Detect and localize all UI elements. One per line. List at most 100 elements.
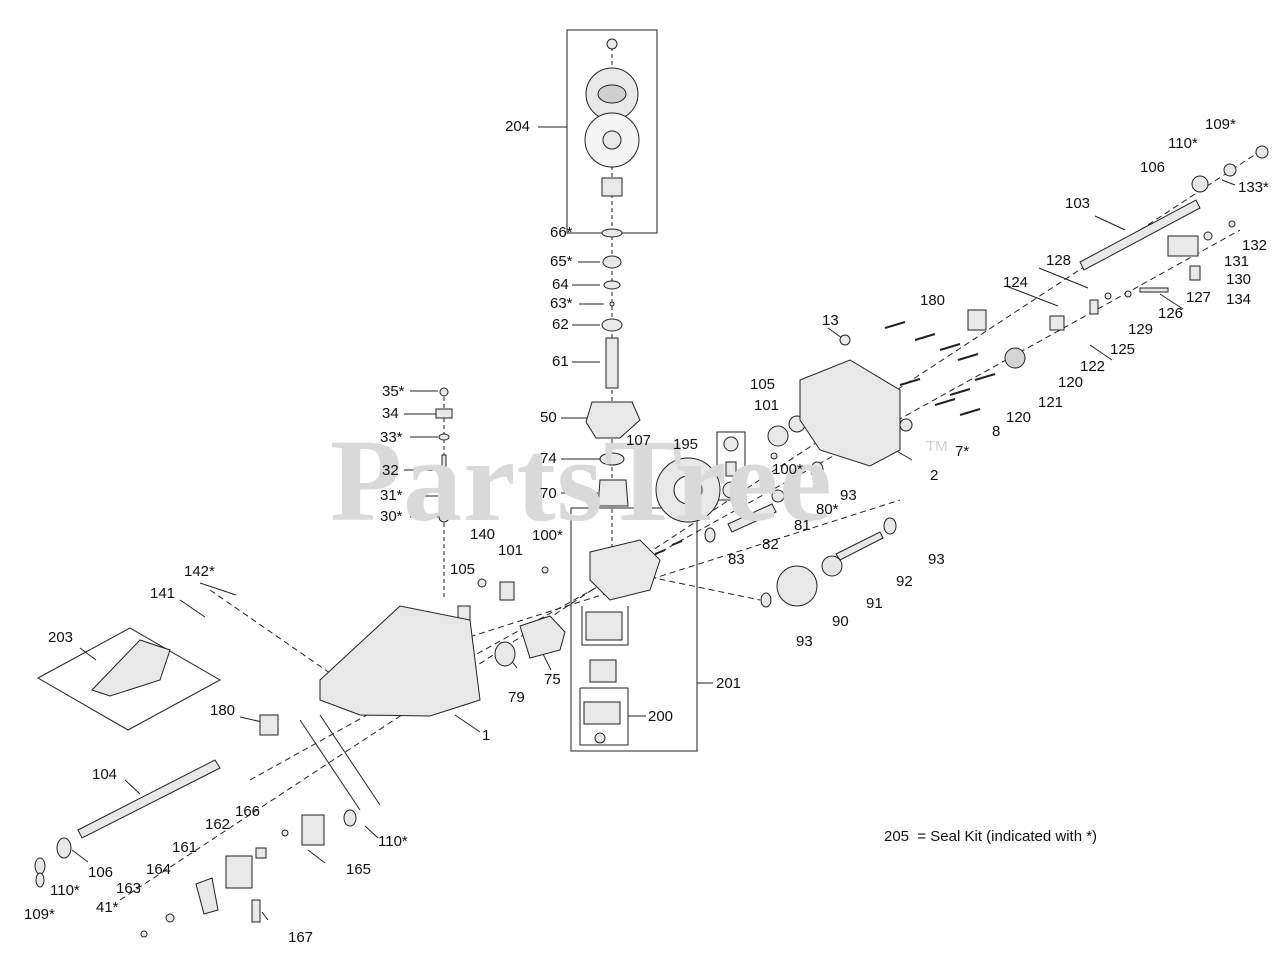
part-callout-110b: 110* bbox=[378, 833, 408, 850]
part-callout-166: 166 bbox=[235, 803, 261, 820]
part-callout-8: 8 bbox=[992, 423, 1001, 440]
part-callout-121: 121 bbox=[1038, 394, 1064, 411]
part-callout-101a: 101 bbox=[498, 542, 524, 559]
part-callout-1: 1 bbox=[482, 727, 491, 744]
part-callout-142: 142* bbox=[184, 563, 215, 580]
part-callout-109a: 109* bbox=[24, 906, 55, 923]
part-callout-180a: 180 bbox=[210, 702, 236, 719]
part-callout-134: 134 bbox=[1226, 291, 1252, 308]
part-callout-167: 167 bbox=[288, 929, 314, 946]
part-callout-126: 126 bbox=[1158, 305, 1184, 322]
part-callout-124: 124 bbox=[1003, 274, 1029, 291]
pump-block bbox=[585, 401, 641, 439]
disc-121 bbox=[1004, 347, 1026, 369]
part-callout-109b: 109* bbox=[1205, 116, 1236, 133]
part-callout-93c: 93 bbox=[796, 633, 813, 650]
part-callout-104: 104 bbox=[92, 766, 118, 783]
seal-kit-note: 205 = Seal Kit (indicated with *) bbox=[884, 828, 1097, 845]
motor-block bbox=[597, 479, 629, 507]
part-callout-65: 65* bbox=[550, 253, 573, 270]
part-callout-101b: 101 bbox=[754, 397, 780, 414]
part-callout-50: 50 bbox=[540, 409, 557, 426]
part-callout-110c: 110* bbox=[1168, 135, 1198, 152]
part-callout-100a: 100* bbox=[532, 527, 563, 544]
part-callout-92: 92 bbox=[896, 573, 913, 590]
kit-201-box bbox=[570, 507, 698, 752]
part-callout-41: 41* bbox=[96, 899, 119, 916]
part-callout-131: 131 bbox=[1224, 253, 1250, 270]
part-callout-180b: 180 bbox=[920, 292, 946, 309]
seal-kit-text: = Seal Kit (indicated with *) bbox=[917, 828, 1098, 845]
part-callout-140: 140 bbox=[470, 526, 496, 543]
retaining-nut bbox=[606, 38, 618, 50]
part-callout-79: 79 bbox=[508, 689, 525, 706]
part-callout-164: 164 bbox=[146, 861, 172, 878]
part-callout-75: 75 bbox=[544, 671, 561, 688]
bypass-rod bbox=[441, 454, 447, 488]
part-callout-107: 107 bbox=[626, 432, 652, 449]
part-callout-83: 83 bbox=[728, 551, 745, 568]
part-callout-106a: 106 bbox=[88, 864, 114, 881]
part-callout-93a: 93 bbox=[840, 487, 857, 504]
part-callout-161: 161 bbox=[172, 839, 198, 856]
part-callout-7: 7* bbox=[955, 443, 970, 460]
center-section bbox=[589, 539, 661, 601]
part-callout-103: 103 bbox=[1065, 195, 1091, 212]
part-callout-100b: 100* bbox=[772, 461, 803, 478]
part-callout-106b: 106 bbox=[1140, 159, 1166, 176]
part-callout-165: 165 bbox=[346, 861, 372, 878]
part-callout-81: 81 bbox=[794, 517, 811, 534]
part-callout-66: 66* bbox=[550, 224, 573, 241]
kit-200-box bbox=[579, 687, 629, 746]
part-callout-129: 129 bbox=[1128, 321, 1154, 338]
input-shaft bbox=[605, 337, 619, 389]
countershaft bbox=[727, 503, 777, 533]
part-callout-82: 82 bbox=[762, 536, 779, 553]
part-callout-35: 35* bbox=[382, 383, 405, 400]
part-callout-32: 32 bbox=[382, 462, 399, 479]
part-callout-127: 127 bbox=[1186, 289, 1212, 306]
part-callout-31: 31* bbox=[380, 487, 403, 504]
trademark-mark: TM bbox=[926, 438, 948, 455]
part-callout-122: 122 bbox=[1080, 358, 1106, 375]
right-axle bbox=[1079, 199, 1201, 271]
part-callout-132: 132 bbox=[1242, 237, 1268, 254]
part-callout-128: 128 bbox=[1046, 252, 1072, 269]
part-callout-141: 141 bbox=[150, 585, 176, 602]
reduction-gear bbox=[776, 565, 818, 607]
seal-kit-code: 205 bbox=[884, 828, 910, 845]
upper-housing bbox=[799, 359, 901, 467]
part-callout-110a: 110* bbox=[50, 882, 80, 899]
part-callout-62: 62 bbox=[552, 316, 569, 333]
part-callout-34: 34 bbox=[382, 405, 399, 422]
part-callout-33: 33* bbox=[380, 429, 403, 446]
part-callout-125: 125 bbox=[1110, 341, 1136, 358]
part-callout-105b: 105 bbox=[750, 376, 776, 393]
part-callout-70: 70 bbox=[540, 485, 557, 502]
part-callout-120b: 120 bbox=[1006, 409, 1032, 426]
part-callout-91: 91 bbox=[866, 595, 883, 612]
left-axle bbox=[77, 759, 221, 839]
part-callout-201: 201 bbox=[716, 675, 742, 692]
part-callout-133: 133* bbox=[1238, 179, 1269, 196]
part-callout-105a: 105 bbox=[450, 561, 476, 578]
lower-housing bbox=[319, 605, 481, 717]
part-callout-163: 163 bbox=[116, 880, 142, 897]
part-callout-13: 13 bbox=[822, 312, 839, 329]
kit-203-box bbox=[36, 627, 222, 731]
fan-hub bbox=[601, 177, 623, 197]
part-callout-2: 2 bbox=[930, 467, 939, 484]
part-callout-200: 200 bbox=[648, 708, 674, 725]
part-callout-120a: 120 bbox=[1058, 374, 1084, 391]
part-callout-90: 90 bbox=[832, 613, 849, 630]
part-callout-195: 195 bbox=[673, 436, 699, 453]
part-callout-64: 64 bbox=[552, 276, 569, 293]
partstree-watermark: PartsTree bbox=[330, 415, 833, 546]
part-callout-162: 162 bbox=[205, 816, 231, 833]
part-callout-74: 74 bbox=[540, 450, 557, 467]
part-callout-80: 80* bbox=[816, 501, 839, 518]
kit-195-box bbox=[716, 431, 746, 501]
part-callout-93b: 93 bbox=[928, 551, 945, 568]
part-callout-30: 30* bbox=[380, 508, 403, 525]
